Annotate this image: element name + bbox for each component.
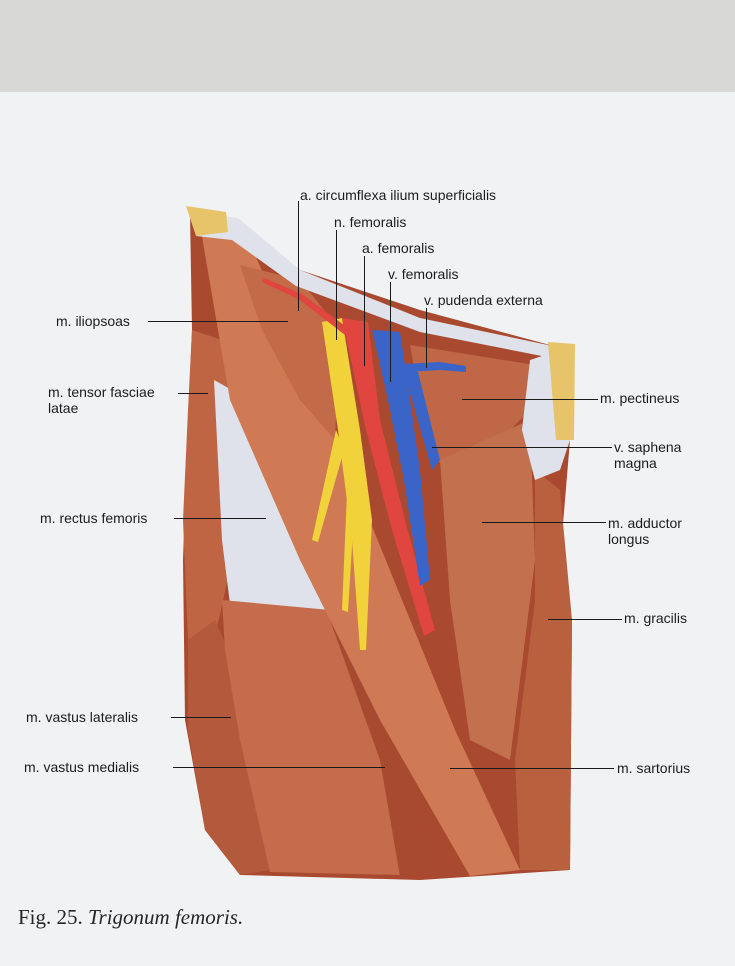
label-iliopsoas: m. iliopsoas [56,313,130,329]
label-tensor: m. tensor fasciae latae [48,384,155,416]
label-n-femoralis: n. femoralis [334,214,407,230]
label-pectineus: m. pectineus [600,390,680,406]
label-saphena: v. saphena magna [614,439,682,471]
femoral-nerve-branch [342,470,356,612]
label-sartorius: m. sartorius [617,760,691,776]
caption-title: Trigonum femoris. [88,905,244,929]
leader-a-femoralis [364,256,365,366]
label-gracilis: m. gracilis [624,610,688,626]
caption-number: Fig. 25. [18,905,83,929]
vastus-medialis-muscle [330,620,440,876]
vastus-lateralis-muscle [188,620,270,875]
leader-pectineus [462,399,598,400]
leader-v-femoralis [390,282,391,382]
label-a-femoralis: a. femoralis [362,240,435,256]
background-top [0,0,735,100]
iliac-spine-bone [186,206,228,236]
leader-iliopsoas [148,321,288,322]
fascia-lata [214,380,330,640]
circumflex-iliac-artery [262,278,348,335]
inguinal-ligament [192,212,552,358]
leader-sartorius [450,768,614,769]
great-saphenous-vein [400,360,440,470]
leader-rectus [174,518,266,519]
pectineus-muscle [410,345,535,470]
femoral-nerve [322,318,372,650]
leader-circumflexa [298,201,299,311]
label-adductor: m. adductor longus [608,515,682,547]
label-circumflexa: a. circumflexa ilium superficialis [300,187,497,203]
leader-v-pudenda [426,308,427,368]
leader-gracilis [548,619,622,620]
leader-n-femoralis [336,230,337,340]
leader-saphena [432,447,612,448]
label-vastus-med: m. vastus medialis [24,759,140,775]
label-rectus: m. rectus femoris [40,510,148,526]
label-v-pudenda: v. pudenda externa [424,292,543,308]
label-vastus-lat: m. vastus lateralis [26,709,139,725]
leader-adductor [482,522,606,523]
femoral-nerve-branch [312,430,344,542]
leader-tensor [178,393,208,394]
external-pudendal-vein [404,362,466,372]
gracilis-muscle [515,470,572,870]
femoral-artery [342,318,435,636]
femoral-vein [372,330,430,586]
leader-vastus-lat [171,717,231,718]
adductor-longus-muscle [440,420,535,760]
figure-caption: Fig. 25. Trigonum femoris. [18,905,243,930]
label-v-femoralis: v. femoralis [388,266,459,282]
pubic-tubercle-bone [548,342,575,440]
leader-vastus-med [173,767,385,768]
rectus-femoris-muscle [222,600,400,875]
